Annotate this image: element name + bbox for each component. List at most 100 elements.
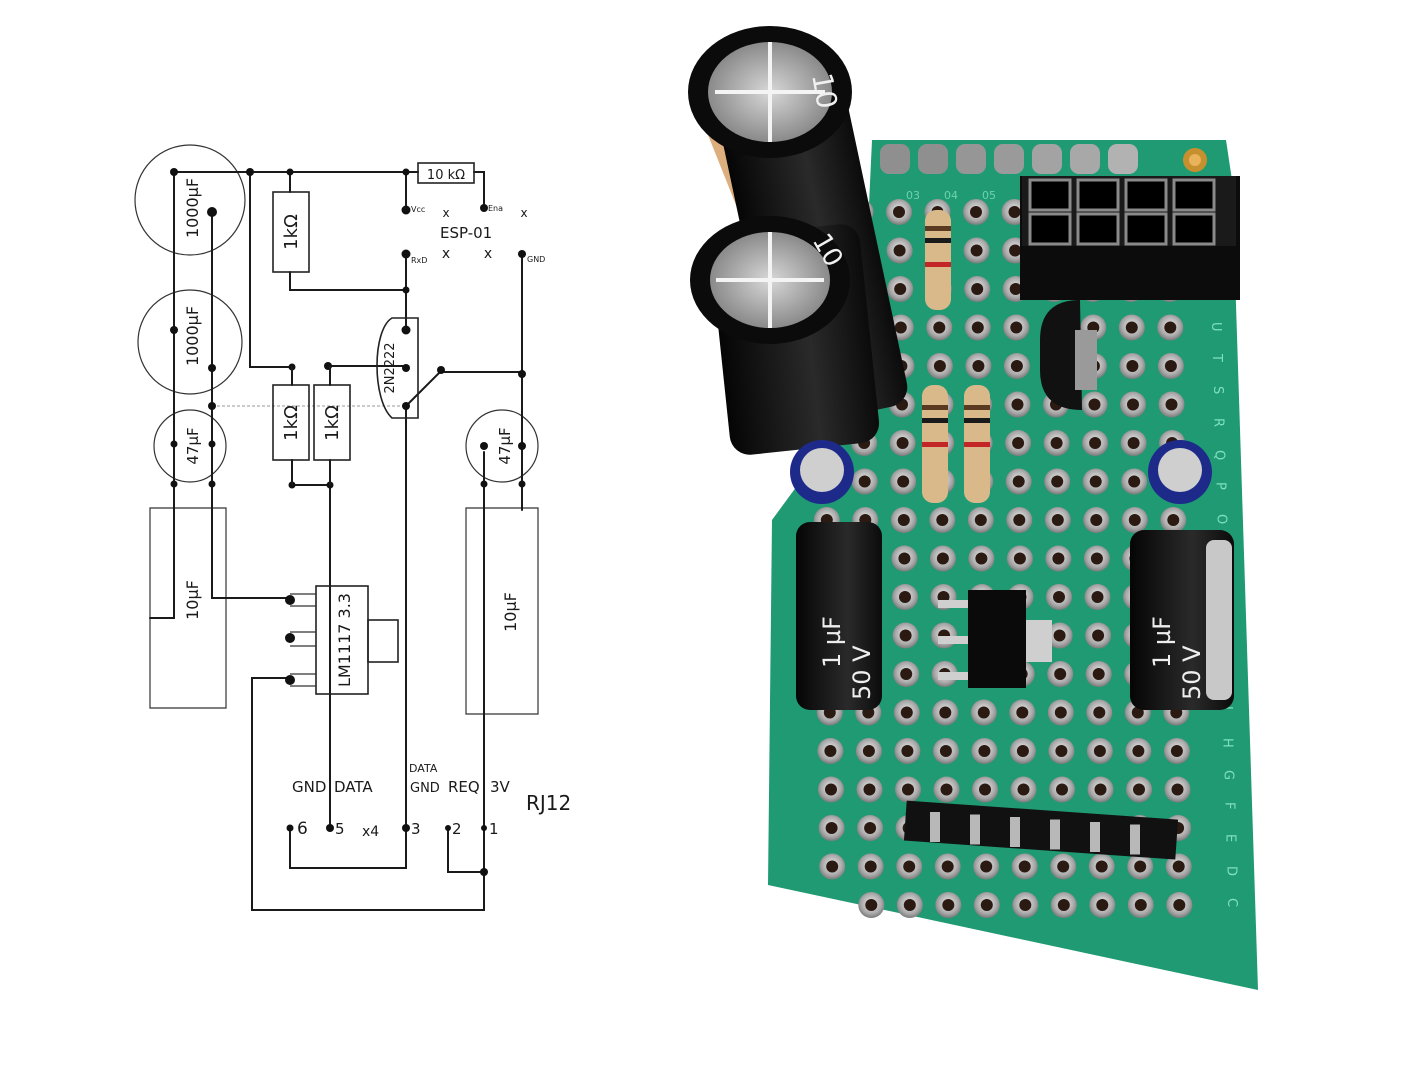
hole bbox=[1051, 475, 1064, 488]
row-label: T bbox=[1209, 353, 1224, 362]
cap-1000uf-top-label: 1000µF bbox=[183, 178, 202, 238]
hole bbox=[972, 360, 985, 372]
row-label: D bbox=[1223, 866, 1238, 876]
hole bbox=[971, 321, 984, 334]
hole bbox=[1094, 783, 1107, 796]
header-pin bbox=[1050, 819, 1060, 850]
hole bbox=[1092, 668, 1105, 680]
row-label: P bbox=[1213, 482, 1228, 490]
hole bbox=[1096, 899, 1109, 911]
rj12-connector: GND DATA DATA GND REQ 3V RJ12 6 5 x4 3 2… bbox=[292, 762, 571, 840]
hole bbox=[1172, 860, 1185, 873]
hole bbox=[893, 206, 905, 218]
capacitor-1000uf-bottom: 10 bbox=[690, 216, 880, 455]
row-label: Q bbox=[1212, 450, 1227, 460]
hole bbox=[1127, 437, 1140, 449]
hole bbox=[980, 899, 993, 911]
column-label-03: 03 bbox=[906, 189, 920, 202]
hole bbox=[1090, 552, 1103, 565]
rj12-signal-3v: 3V bbox=[490, 778, 511, 796]
hole bbox=[970, 206, 982, 218]
esp-header-socket bbox=[1020, 176, 1240, 300]
header-pin bbox=[1090, 822, 1100, 852]
hole bbox=[939, 745, 952, 757]
esp-nc-mark: x bbox=[520, 206, 527, 220]
rj12-pin-6: 6 bbox=[297, 819, 308, 839]
hole bbox=[1134, 860, 1147, 873]
hole bbox=[1009, 244, 1022, 257]
top-pad-row bbox=[880, 144, 1207, 174]
hole bbox=[1164, 321, 1177, 334]
hole bbox=[864, 860, 877, 873]
resistor-1k-top-label: 1kΩ bbox=[281, 214, 302, 250]
rj12-signal-gnd: GND bbox=[292, 778, 326, 796]
row-label: U bbox=[1208, 322, 1223, 332]
regulator-tab bbox=[367, 619, 399, 663]
rj12-pin-header bbox=[903, 800, 1179, 860]
hole bbox=[903, 860, 916, 873]
hole bbox=[900, 668, 913, 680]
cap-10uf-right-outline bbox=[465, 507, 539, 715]
perfboard-photo: 03 04 05 UTSRQPONMLKJIHGFEDC bbox=[688, 26, 1258, 990]
hole bbox=[1055, 745, 1068, 757]
hole bbox=[970, 244, 983, 257]
hole bbox=[975, 552, 988, 565]
cap-10uf-left-outline bbox=[149, 507, 227, 709]
hole bbox=[903, 899, 916, 911]
hole bbox=[980, 860, 993, 873]
cap-47uf-left-outline bbox=[153, 409, 227, 483]
hole bbox=[1008, 206, 1021, 218]
hole bbox=[1127, 398, 1139, 411]
hole bbox=[936, 514, 949, 526]
resistor-1k-top bbox=[272, 191, 310, 273]
row-label: R bbox=[1211, 418, 1226, 427]
resistor-1k-left-label: 1kΩ bbox=[281, 405, 302, 441]
hole bbox=[977, 706, 990, 719]
hole bbox=[1171, 783, 1184, 796]
cap-1000uf-top-outline bbox=[134, 144, 246, 256]
esp-vcc-label: Vcc bbox=[411, 205, 425, 214]
hole bbox=[1125, 321, 1138, 334]
hole bbox=[862, 745, 875, 757]
hole bbox=[939, 706, 952, 719]
esp-nc-mark: x bbox=[484, 246, 492, 262]
hole bbox=[1089, 437, 1102, 449]
hole bbox=[1165, 398, 1178, 411]
hole bbox=[863, 783, 876, 796]
hole bbox=[1019, 899, 1032, 911]
esp-01-title: ESP-01 bbox=[440, 224, 492, 242]
esp-en-label: Ena bbox=[488, 204, 503, 213]
hole bbox=[893, 244, 906, 257]
resistor-10k bbox=[417, 162, 475, 184]
resistor-pair bbox=[922, 385, 990, 503]
rj12-pin-5: 5 bbox=[335, 820, 345, 838]
cap-47uf-left-label: 47µF bbox=[184, 427, 202, 464]
esp-nc-mark: x bbox=[442, 206, 449, 220]
hole bbox=[824, 745, 837, 757]
hole bbox=[1095, 860, 1108, 873]
hole bbox=[1009, 283, 1022, 295]
column-label-04: 04 bbox=[944, 189, 958, 202]
cap-1000uf-bottom-outline bbox=[137, 289, 243, 395]
resistor-1k-right bbox=[313, 384, 351, 461]
esp-rxd-label: RxD bbox=[411, 256, 427, 265]
capacitor-47uf-right bbox=[1148, 440, 1212, 504]
hole bbox=[974, 514, 987, 526]
rj12-pin-3: 3 bbox=[411, 820, 421, 838]
hole bbox=[1010, 321, 1023, 334]
capacitor-10uf-right: 1 µF 50 V bbox=[1130, 530, 1234, 710]
hole bbox=[1056, 783, 1068, 796]
cap-47uf-right-outline bbox=[465, 409, 539, 483]
hole bbox=[1051, 514, 1064, 526]
hole bbox=[1132, 745, 1145, 757]
hole bbox=[942, 899, 955, 911]
cap-10uf-right-label: 10µF bbox=[501, 592, 520, 632]
row-label: C bbox=[1224, 898, 1239, 907]
transistor-2n2222-outline bbox=[376, 317, 419, 419]
rj12-signal-data-gnd-top: DATA bbox=[409, 762, 438, 775]
header-pin bbox=[1130, 824, 1140, 855]
hole bbox=[894, 283, 907, 295]
hole bbox=[1050, 437, 1063, 449]
capacitor-47uf-left bbox=[790, 440, 854, 504]
hole bbox=[894, 321, 907, 334]
